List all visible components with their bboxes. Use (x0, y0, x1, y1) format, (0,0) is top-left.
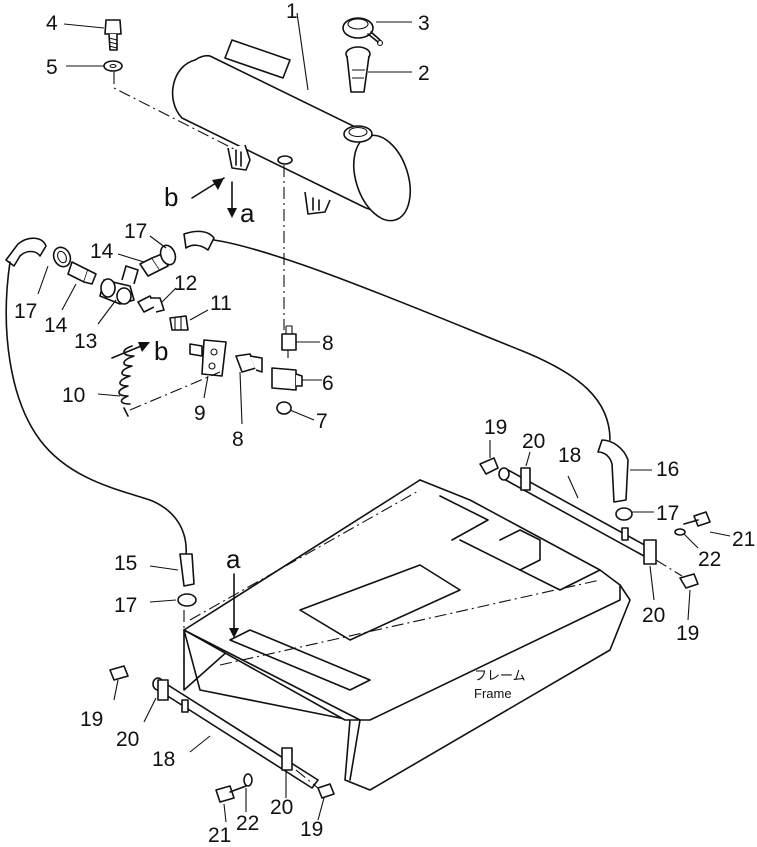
callout-18-left: 18 (152, 748, 175, 771)
fitting-cluster (52, 244, 303, 417)
callout-12: 12 (174, 272, 197, 295)
callout-19-left-bottom: 19 (300, 818, 323, 841)
callout-16: 16 (656, 458, 679, 481)
view-letter-b-mid: b (154, 336, 168, 366)
callout-5: 5 (46, 56, 58, 79)
pipe-assembly-left (109, 665, 335, 803)
callout-8-bottom: 8 (232, 428, 244, 451)
callout-2: 2 (418, 62, 430, 85)
callout-18-right: 18 (558, 444, 581, 467)
view-letter-a-top: a (240, 198, 255, 228)
callout-20-right-bottom: 20 (642, 604, 665, 627)
callout-labels: 1 3 2 4 5 b a 17 14 17 14 13 12 11 b 8 6… (14, 0, 755, 847)
callout-10: 10 (62, 384, 85, 407)
callout-1: 1 (286, 0, 298, 23)
callout-13: 13 (74, 330, 97, 353)
leader-lines (37, 12, 731, 823)
view-letter-a-bottom: a (226, 544, 241, 574)
callout-14-top: 14 (90, 240, 114, 263)
drain-plug (345, 46, 371, 93)
callout-17-left: 17 (14, 300, 37, 323)
frame-label-en: Frame (474, 686, 512, 701)
callout-21-right: 21 (732, 528, 755, 551)
callout-21-left: 21 (208, 824, 231, 847)
callout-17-right: 17 (656, 502, 679, 525)
callout-6: 6 (322, 372, 334, 395)
callout-19-right-top: 19 (484, 416, 507, 439)
callout-8-right: 8 (322, 332, 334, 355)
hoses (5, 230, 633, 607)
view-arrows (111, 177, 239, 638)
tank-cap (342, 17, 384, 47)
view-letter-b-top: b (164, 182, 178, 212)
callout-22-right: 22 (698, 548, 721, 571)
callout-9: 9 (194, 402, 206, 425)
callout-17-bottom: 17 (114, 594, 137, 617)
callout-14-left: 14 (44, 314, 68, 337)
air-tank (171, 39, 412, 222)
callout-19-left-top: 19 (80, 708, 103, 731)
callout-7: 7 (316, 410, 328, 433)
callout-15: 15 (114, 552, 137, 575)
washer-top (103, 60, 123, 72)
callout-22-left: 22 (236, 812, 259, 835)
callout-20-right-top: 20 (522, 430, 545, 453)
callout-20-left-top: 20 (116, 728, 139, 751)
callout-4: 4 (46, 12, 58, 35)
callout-3: 3 (418, 12, 430, 35)
bolt-top (104, 19, 122, 51)
callout-17-top: 17 (124, 220, 147, 243)
callout-20-left-bottom: 20 (270, 796, 293, 819)
machine-frame (183, 479, 631, 791)
callout-19-right-bottom: 19 (676, 622, 699, 645)
pipe-assembly-right (479, 457, 711, 589)
frame-label-jp: フレーム (474, 668, 526, 683)
callout-11: 11 (210, 292, 232, 315)
